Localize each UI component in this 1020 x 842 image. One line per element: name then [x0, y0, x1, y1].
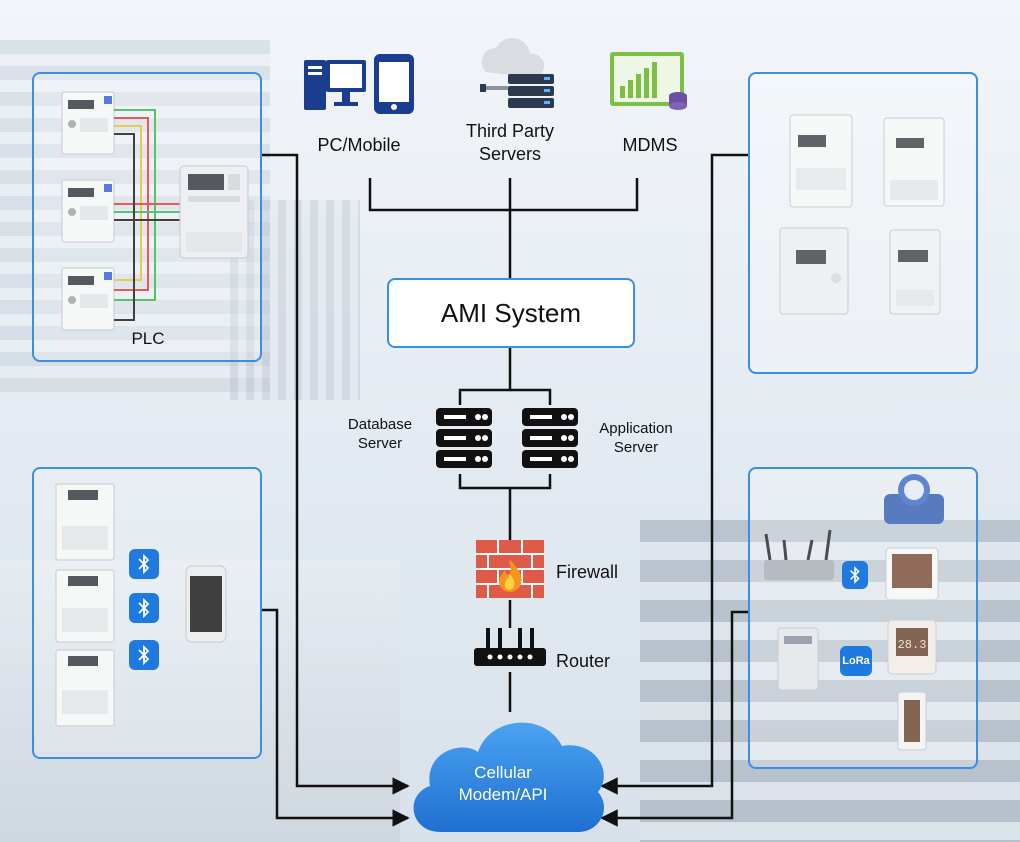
server-connector-lines	[458, 344, 552, 712]
database-server-icon	[436, 408, 492, 468]
bluetooth-icon	[850, 566, 860, 584]
prepaid-meter-1	[55, 483, 115, 561]
smart-meter-c	[779, 227, 849, 315]
plc-label: PLC	[131, 329, 165, 348]
lora-gateway	[764, 529, 834, 580]
door-sensor	[897, 691, 927, 751]
plc-meter-group	[61, 91, 249, 331]
plc-wires	[114, 109, 182, 321]
plc-concentrator	[179, 165, 249, 259]
cellular-line-2: Modem/API	[458, 785, 548, 805]
database-server-label: Database Server	[330, 416, 430, 454]
cellular-modem-label: Cellular Modem/API	[438, 762, 568, 806]
firewall-icon	[476, 540, 544, 598]
pc-mobile-label: PC/Mobile	[317, 135, 401, 155]
mobile-icon	[374, 54, 414, 114]
database-server-line-2: Server	[357, 434, 403, 452]
bluetooth-icon	[138, 554, 150, 574]
smartphone	[185, 565, 227, 643]
panel-iot-devices	[748, 467, 978, 769]
mdms-icon	[610, 52, 687, 110]
panel-smart-meters	[748, 72, 978, 374]
mdms-label: MDMS	[622, 135, 678, 155]
thermostat-panel	[885, 547, 939, 601]
background-building-center	[230, 200, 360, 400]
left-connector-lines	[260, 153, 410, 827]
temperature-sensor: 28.3	[887, 619, 937, 675]
bluetooth-meter-group	[55, 483, 227, 727]
application-server-icon	[522, 408, 578, 468]
cellular-cloud-shape	[413, 722, 605, 832]
prepaid-meter-2	[55, 569, 115, 643]
prepaid-meter-3	[55, 649, 115, 727]
smart-meter-d	[889, 229, 941, 315]
bluetooth-badge-3	[129, 640, 159, 670]
bluetooth-badge-1	[129, 549, 159, 579]
ami-system-box[interactable]: AMI System	[387, 278, 635, 348]
svg-text:28.3: 28.3	[898, 638, 927, 652]
plc-meter-1	[61, 91, 115, 155]
pc-icon	[304, 60, 366, 110]
top-connector-lines	[368, 178, 639, 278]
cellular-line-1: Cellular	[474, 763, 532, 782]
water-meter	[884, 474, 944, 524]
panel-plc-meters	[32, 72, 262, 362]
application-server-line-2: Server	[613, 438, 659, 456]
smart-meter-a	[789, 114, 853, 208]
bluetooth-badge-2	[129, 593, 159, 623]
bluetooth-badge-4	[842, 561, 868, 589]
lora-modem	[777, 627, 819, 691]
database-server-line-1: Database	[347, 416, 413, 433]
router-label: Router	[556, 651, 611, 671]
third-party-servers-icon	[480, 38, 554, 108]
third-party-line-1: Third Party	[465, 121, 555, 141]
application-server-line-1: Application	[599, 420, 673, 437]
firewall-label: Firewall	[556, 562, 619, 582]
smart-meter-group-top-right	[779, 114, 945, 315]
iot-device-group: 28.3	[764, 474, 944, 751]
lora-badge: LoRa	[840, 646, 872, 676]
ami-system-label: AMI System	[440, 297, 582, 328]
router-icon	[474, 628, 546, 666]
third-party-servers-label: Third Party Servers	[436, 120, 584, 165]
bluetooth-icon	[138, 598, 150, 618]
application-server-label: Application Server	[586, 420, 686, 458]
smart-meter-b	[883, 117, 945, 207]
third-party-line-2: Servers	[478, 143, 541, 164]
right-connector-lines	[600, 153, 748, 827]
bluetooth-icon	[138, 645, 150, 665]
